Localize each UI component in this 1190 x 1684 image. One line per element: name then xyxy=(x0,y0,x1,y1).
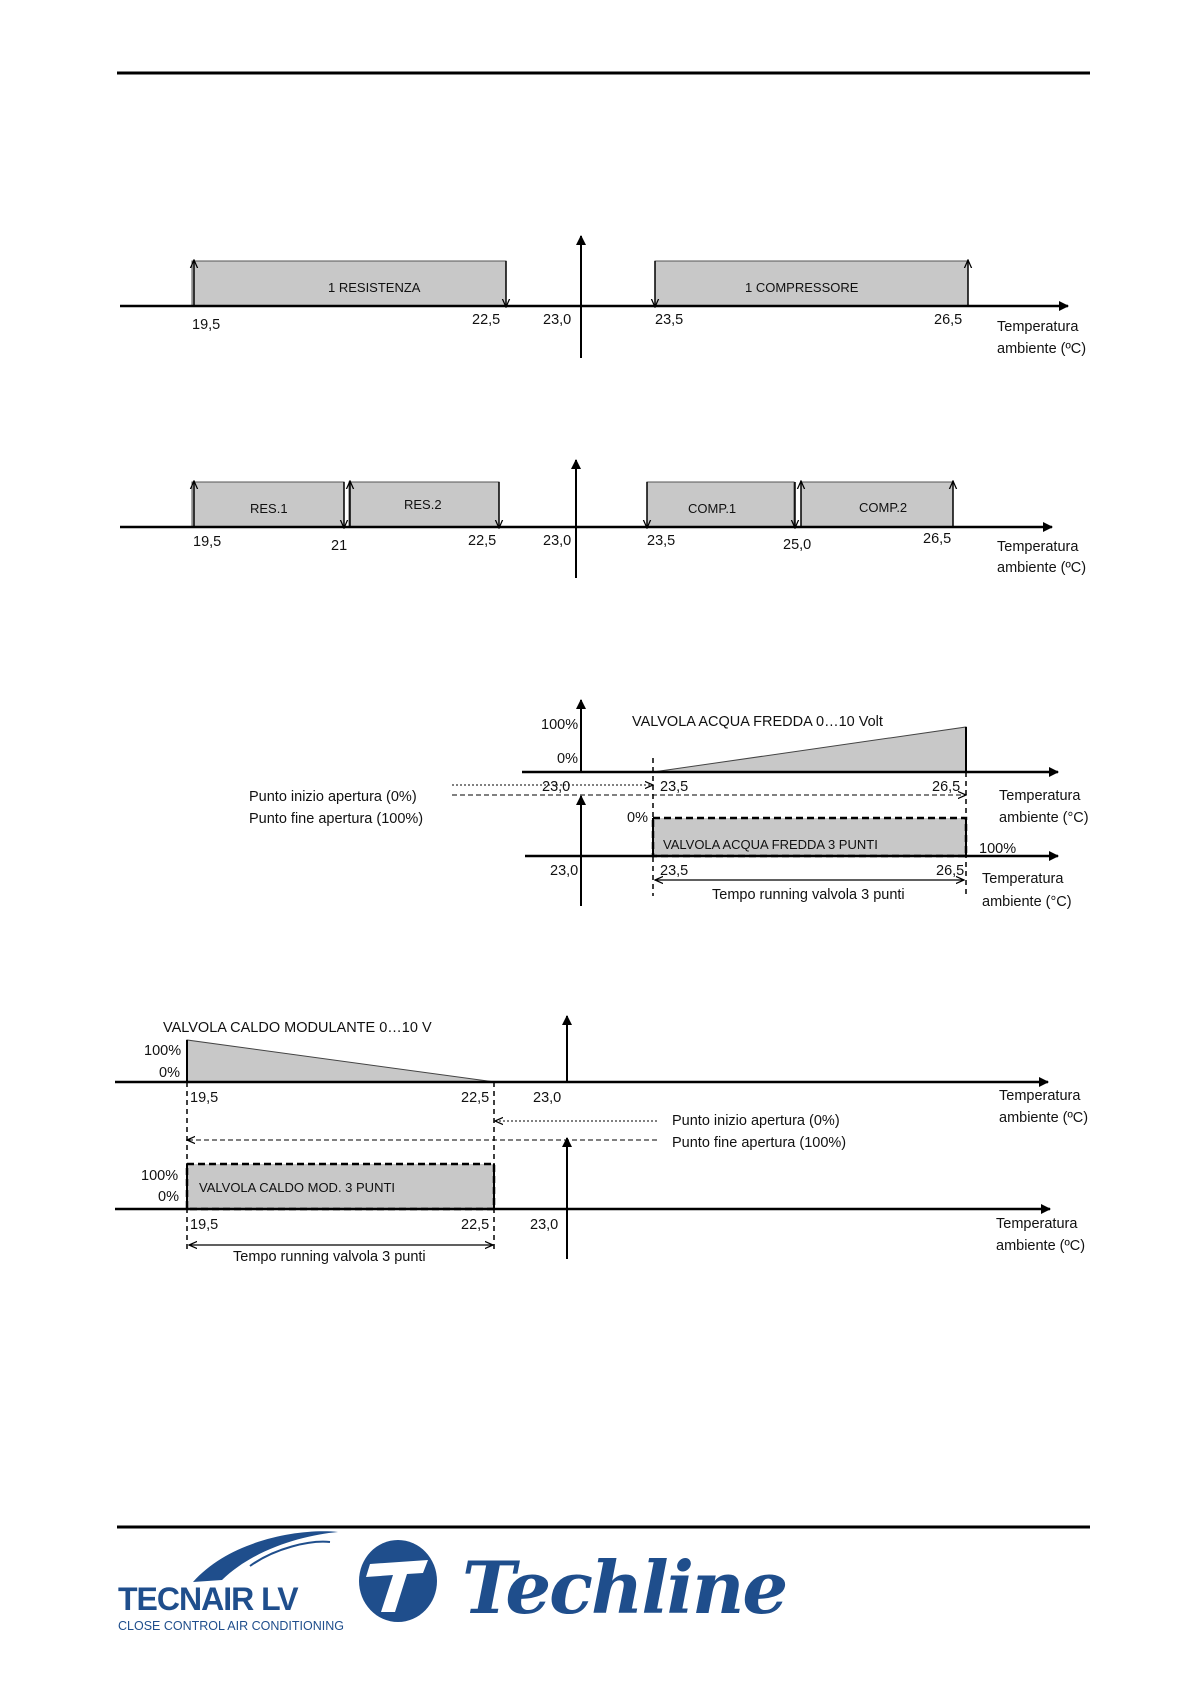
pct-0-label: 0% xyxy=(159,1065,180,1081)
band-compressore xyxy=(654,260,969,307)
pct-100-label: 100% xyxy=(144,1043,181,1059)
techline-logo-text: Techline xyxy=(462,1545,786,1630)
pct-0-label-b: 0% xyxy=(627,810,648,826)
band-label-resistenza: 1 RESISTENZA xyxy=(328,280,421,295)
end-open-label: Punto fine apertura (100%) xyxy=(249,811,423,827)
diagram-single-stage: 1 RESISTENZA 1 COMPRESSORE 19,5 22,5 23,… xyxy=(120,235,1086,358)
band-label-comp-1: COMP.1 xyxy=(688,501,736,516)
band-label-res-2: RES.2 xyxy=(404,497,442,512)
band-res-2 xyxy=(348,481,500,528)
band-label-3-punti: VALVOLA ACQUA FREDDA 3 PUNTI xyxy=(663,837,878,852)
start-open-label: Punto inizio apertura (0%) xyxy=(672,1113,840,1129)
valve-ramp-0-10v xyxy=(652,726,967,773)
band-label-comp-2: COMP.2 xyxy=(859,500,907,515)
tick-label: 23,5 xyxy=(660,779,688,795)
tick-label: 19,5 xyxy=(192,317,220,333)
tick-label: 26,5 xyxy=(934,312,962,328)
axis-title: Temperatura xyxy=(982,871,1064,887)
tick-label: 23,0 xyxy=(550,863,578,879)
band-comp-2 xyxy=(800,481,954,528)
axis-title: Temperatura xyxy=(999,788,1081,804)
tick-label: 26,5 xyxy=(923,531,951,547)
tick-label: 22,5 xyxy=(472,312,500,328)
axis-title: ambiente (ºC) xyxy=(997,341,1086,357)
tick-label: 23,5 xyxy=(647,533,675,549)
tick-label: 23,5 xyxy=(655,312,683,328)
tick-label: 22,5 xyxy=(468,533,496,549)
tick-label: 19,5 xyxy=(190,1217,218,1233)
end-open-label: Punto fine apertura (100%) xyxy=(672,1135,846,1151)
pct-100-label-b: 100% xyxy=(141,1168,178,1184)
valve-ramp-0-10v xyxy=(186,1039,496,1083)
tick-label: 23,0 xyxy=(542,779,570,795)
diagram-two-stage: RES.1 RES.2 COMP.1 COMP.2 19,5 21 22,5 2… xyxy=(120,459,1086,578)
tecnair-logo: TECNAIR LV CLOSE CONTROL AIR CONDITIONIN… xyxy=(118,1531,344,1633)
running-time-label: Tempo running valvola 3 punti xyxy=(233,1249,426,1265)
axis-title: Temperatura xyxy=(999,1088,1081,1104)
start-open-label: Punto inizio apertura (0%) xyxy=(249,789,417,805)
diagram-hot-water-valve: VALVOLA CALDO MODULANTE 0…10 V 100% 0% 1… xyxy=(115,1015,1088,1265)
tick-label: 23,0 xyxy=(533,1090,561,1106)
tick-label: 23,0 xyxy=(543,533,571,549)
band-label-compressore: 1 COMPRESSORE xyxy=(745,280,859,295)
tick-label: 22,5 xyxy=(461,1090,489,1106)
valve-title: VALVOLA ACQUA FREDDA 0…10 Volt xyxy=(632,714,883,730)
axis-title: Temperatura xyxy=(997,319,1079,335)
pct-0-label: 0% xyxy=(557,751,578,767)
axis-title: ambiente (ºC) xyxy=(999,1110,1088,1126)
band-res-1 xyxy=(191,481,345,528)
tick-label: 25,0 xyxy=(783,537,811,553)
tick-label: 23,0 xyxy=(543,312,571,328)
pct-100-label-b: 100% xyxy=(979,841,1016,857)
band-3-punti xyxy=(653,818,966,856)
tick-label: 23,5 xyxy=(660,863,688,879)
axis-title: ambiente (°C) xyxy=(999,810,1089,826)
band-3-punti xyxy=(187,1164,494,1209)
pct-0-label-b: 0% xyxy=(158,1189,179,1205)
tick-label: 21 xyxy=(331,538,347,554)
tecnair-logo-sub: CLOSE CONTROL AIR CONDITIONING xyxy=(118,1619,344,1633)
pct-100-label: 100% xyxy=(541,717,578,733)
tick-label: 26,5 xyxy=(932,779,960,795)
axis-title: ambiente (ºC) xyxy=(997,560,1086,576)
tecnair-logo-main: TECNAIR LV xyxy=(118,1581,299,1617)
axis-title: ambiente (ºC) xyxy=(996,1238,1085,1254)
tick-label: 19,5 xyxy=(190,1090,218,1106)
tick-label: 22,5 xyxy=(461,1217,489,1233)
diagram-cold-water-valve: VALVOLA ACQUA FREDDA 0…10 Volt 100% 0% P… xyxy=(249,699,1089,910)
valve-title: VALVOLA CALDO MODULANTE 0…10 V xyxy=(163,1020,432,1036)
axis-title: Temperatura xyxy=(996,1216,1078,1232)
band-label-res-1: RES.1 xyxy=(250,501,288,516)
tick-label: 19,5 xyxy=(193,534,221,550)
techline-logo: Techline xyxy=(359,1540,788,1630)
tecnair-swoosh-icon xyxy=(193,1531,338,1582)
axis-title: ambiente (°C) xyxy=(982,894,1072,910)
band-comp-1 xyxy=(646,481,795,528)
tick-label: 23,0 xyxy=(530,1217,558,1233)
running-time-label: Tempo running valvola 3 punti xyxy=(712,887,905,903)
tick-label: 26,5 xyxy=(936,863,964,879)
axis-title: Temperatura xyxy=(997,539,1079,555)
band-label-3-punti: VALVOLA CALDO MOD. 3 PUNTI xyxy=(199,1180,395,1195)
